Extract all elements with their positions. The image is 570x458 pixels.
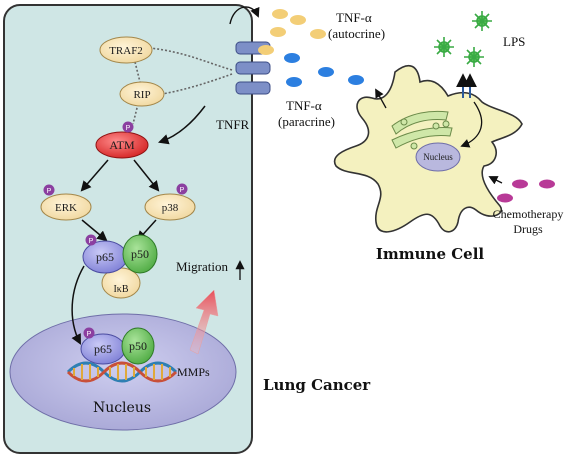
- erk-phospho-badge: [43, 184, 55, 196]
- ikb-label: IκB: [113, 284, 128, 295]
- atm-p38-arrow: [133, 159, 160, 192]
- p50-label: p50: [131, 247, 149, 261]
- immune-organelles: [391, 110, 453, 150]
- rip-atm-link: [132, 103, 139, 125]
- tnf-paracrine-label-1: TNF-α: [286, 98, 322, 113]
- nuclear-p50-node: [121, 327, 155, 365]
- erk-node: [40, 193, 92, 221]
- lps-molecules: [434, 11, 492, 67]
- immune-secretion-arrow: [375, 88, 387, 109]
- erk-phospho-label: P: [47, 188, 52, 195]
- p38-phospho-badge: [176, 183, 188, 195]
- traf2-label: TRAF2: [109, 45, 143, 57]
- p65-phospho-label: P: [89, 238, 94, 245]
- lps-label: LPS: [503, 34, 525, 49]
- nuclear-p65-label: p65: [94, 342, 112, 356]
- atm-node: [95, 131, 149, 159]
- tnfr-atm-arrow: [158, 105, 206, 145]
- tnfr-traf2-link: [149, 47, 233, 71]
- tnf-paracrine-label-2: (paracrine): [278, 114, 335, 129]
- tnfr-label: TNFR: [216, 117, 250, 132]
- traf2-rip-link: [134, 61, 141, 83]
- erk-complex-arrow: [81, 219, 108, 242]
- immune-cell-label: Immune Cell: [376, 245, 485, 263]
- p38-label: p38: [162, 202, 179, 214]
- rip-node: [119, 81, 165, 107]
- atm-erk-arrow: [80, 159, 109, 192]
- immune-nucleus: [415, 142, 461, 172]
- nuclear-p50-label: p50: [129, 339, 147, 353]
- migration-label: Migration: [176, 259, 228, 274]
- immune-receptor-signal-arrow: [460, 101, 483, 148]
- p38-node: [144, 193, 196, 221]
- erk-label: ERK: [55, 202, 77, 214]
- chemo-drug-molecules: [497, 179, 555, 203]
- migration-big-arrow: [189, 289, 219, 355]
- atm-label: ATM: [109, 138, 135, 152]
- atm-phospho-label: P: [126, 125, 131, 132]
- nucleus-label: Nucleus: [93, 400, 151, 416]
- tnf-autocrine-label-1: TNF-α: [336, 10, 372, 25]
- p50-node: [122, 234, 158, 274]
- cancer-nucleus: [9, 313, 237, 431]
- chemo-arrow: [488, 176, 503, 185]
- p65-phospho-badge: [85, 234, 97, 246]
- tnfr-rip-link: [161, 73, 233, 95]
- p38-phospho-label: P: [180, 187, 185, 194]
- chemo-label-1: Chemotherapy: [493, 207, 564, 221]
- translocation-arrow: [71, 265, 85, 345]
- tnf-autocrine-label-2: (autocrine): [328, 26, 385, 41]
- dna-helix: [66, 361, 178, 383]
- chemo-label-2: Drugs: [513, 222, 543, 236]
- nuclear-p65-phospho-badge: [83, 327, 95, 339]
- autocrine-arrow: [229, 6, 260, 25]
- atm-phospho-badge: [122, 121, 134, 133]
- rip-label: RIP: [133, 89, 150, 101]
- traf2-node: [99, 36, 153, 64]
- lung-cancer-label: Lung Cancer: [263, 376, 371, 394]
- mmps-label: MMPs: [177, 365, 210, 379]
- nuclear-p65-phospho-label: P: [87, 331, 92, 338]
- tnf-paracrine-molecules: [284, 53, 364, 87]
- tnf-autocrine-molecules: [258, 9, 326, 55]
- immune-nucleus-label: Nucleus: [423, 152, 453, 162]
- p65-label: p65: [96, 250, 114, 264]
